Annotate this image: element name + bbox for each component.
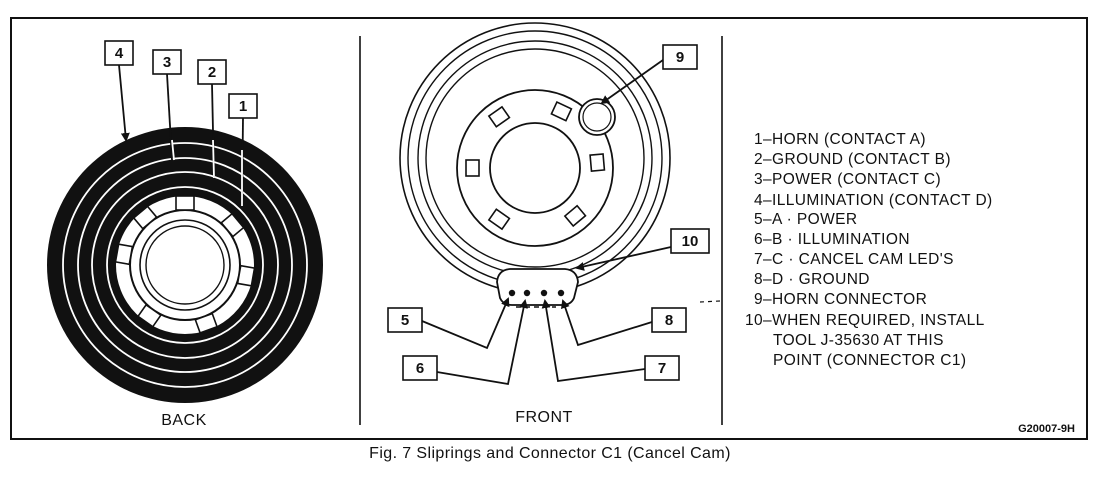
legend-item-9: 9–HORN CONNECTOR — [754, 291, 927, 308]
figure-code: G20007-9H — [1018, 423, 1075, 435]
callout-4: 4 — [115, 45, 124, 62]
legend: 1–HORN (CONTACT A) 2–GROUND (CONTACT B) … — [745, 131, 993, 369]
figure-frame — [10, 17, 1088, 440]
callout-6: 6 — [416, 360, 424, 377]
callout-box-6 — [402, 355, 438, 381]
legend-item-10: 10–WHEN REQUIRED, INSTALL — [745, 312, 985, 329]
callout-box-7 — [644, 355, 680, 381]
front-view: 9 10 5 6 7 8 FRONT — [387, 22, 721, 426]
legend-item-5: 5–A · POWER — [754, 211, 857, 228]
callout-box-2 — [197, 59, 227, 85]
legend-item-7: 7–C · CANCEL CAM LED'S — [754, 251, 954, 268]
callout-1: 1 — [239, 98, 247, 115]
callout-5: 5 — [401, 312, 409, 329]
legend-item-8: 8–D · GROUND — [754, 271, 870, 288]
legend-item-6: 6–B · ILLUMINATION — [754, 231, 910, 248]
callout-8: 8 — [665, 312, 673, 329]
callout-box-9 — [662, 44, 698, 70]
back-view-label: BACK — [161, 412, 207, 429]
callout-box-5 — [387, 307, 423, 333]
legend-item-4: 4–ILLUMINATION (CONTACT D) — [754, 192, 993, 209]
callout-9: 9 — [676, 49, 684, 66]
figure-caption: Fig. 7 Sliprings and Connector C1 (Cance… — [369, 445, 731, 462]
callout-10: 10 — [682, 233, 699, 250]
legend-item-10-line2: TOOL J-35630 AT THIS — [773, 332, 944, 349]
back-view: 4 3 2 1 BACK — [47, 40, 323, 429]
legend-item-1: 1–HORN (CONTACT A) — [754, 131, 926, 148]
callout-box-8 — [651, 307, 687, 333]
callout-7: 7 — [658, 360, 666, 377]
legend-item-2: 2–GROUND (CONTACT B) — [754, 151, 951, 168]
legend-item-3: 3–POWER (CONTACT C) — [754, 171, 941, 188]
legend-item-10-line3: POINT (CONNECTOR C1) — [773, 352, 966, 369]
callout-2: 2 — [208, 64, 216, 81]
callout-3: 3 — [163, 54, 171, 71]
front-view-label: FRONT — [515, 409, 573, 426]
horn-connector — [578, 98, 616, 136]
callout-box-10 — [670, 228, 710, 254]
connector-c1 — [496, 268, 579, 306]
